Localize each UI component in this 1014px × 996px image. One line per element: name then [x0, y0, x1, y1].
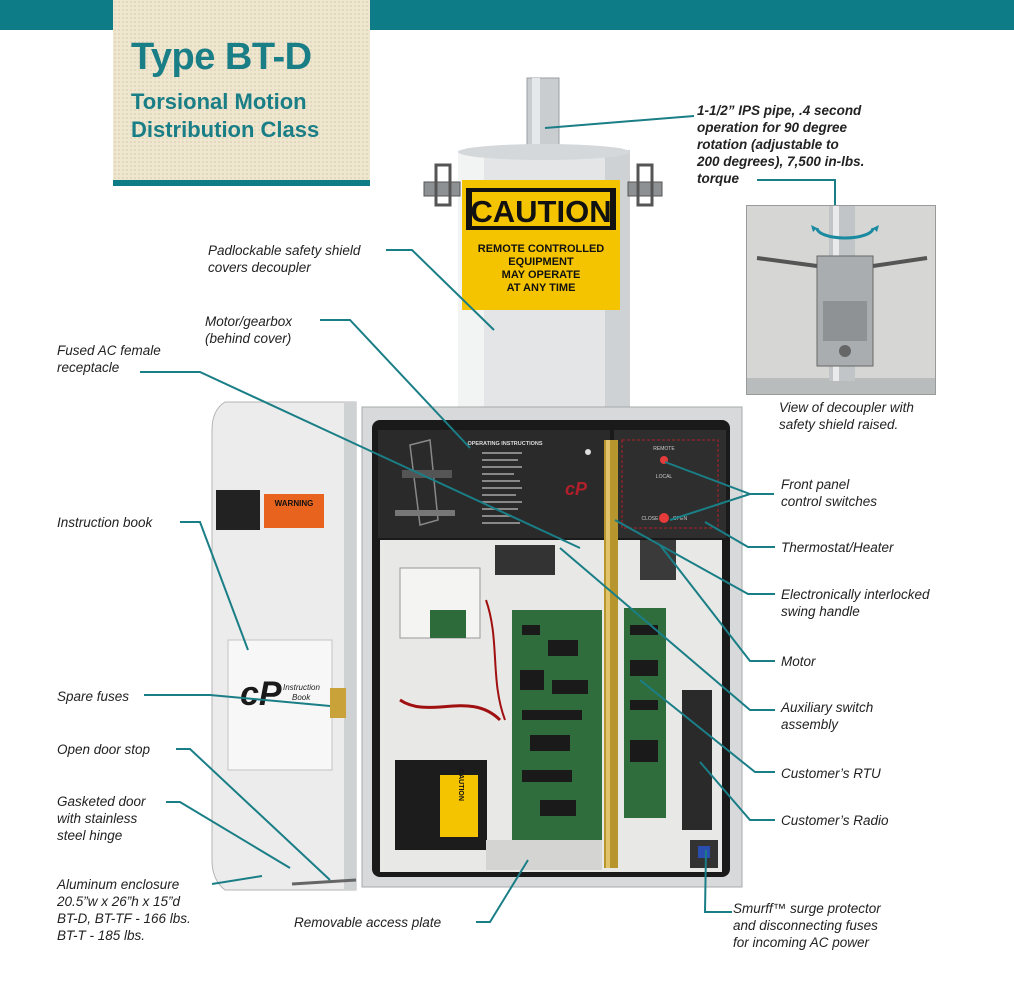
callout-pipe: 1-1/2” IPS pipe, .4 second operation for…	[697, 102, 864, 187]
caution-line-4: AT ANY TIME	[507, 282, 576, 294]
callout-shield: Padlockable safety shield covers decoupl…	[208, 242, 360, 276]
remote-label: REMOTE	[653, 446, 675, 452]
callout-pipe-line2: operation for 90 degree	[697, 120, 848, 135]
callout-access-plate: Removable access plate	[294, 915, 442, 930]
inset-caption-line1: View of decoupler with	[779, 400, 914, 415]
caution-sign: CAUTION REMOTE CONTROLLED EQUIPMENT MAY …	[462, 180, 620, 310]
callout-pipe-line3: rotation (adjustable to	[697, 137, 839, 152]
callout-leaders	[140, 115, 775, 923]
callout-smurff-line3: for incoming AC power	[733, 935, 870, 950]
callout-smurff-line2: and disconnecting fuses	[733, 918, 878, 933]
callout-front-panel: Front panel control switches	[781, 476, 877, 510]
decoupler-inset-art	[747, 206, 935, 394]
book-label-line2: Book	[292, 693, 311, 702]
callout-front-panel-line2: control switches	[781, 494, 878, 509]
callout-instruction-book: Instruction book	[57, 515, 153, 530]
caution-sign-heading: CAUTION	[470, 194, 611, 229]
spare-fuse-holder	[330, 688, 346, 718]
callout-aux-switch-line1: Auxiliary switch	[781, 700, 874, 715]
book-label-line1: Instruction	[283, 683, 320, 692]
cp-logo-book: cP	[240, 675, 282, 713]
cp-logo-panel: cP	[565, 479, 588, 499]
caution-line-3: MAY OPERATE	[502, 269, 581, 281]
callout-shield-line1: Padlockable safety shield	[208, 243, 361, 258]
callout-enclosure-line1: Aluminum enclosure	[57, 877, 180, 892]
callout-swing-handle-line1: Electronically interlocked	[781, 587, 930, 602]
callout-door-stop: Open door stop	[57, 742, 151, 757]
inset-caption-line2: safety shield raised.	[779, 417, 899, 432]
page-subtitle: Torsional Motion Distribution Class	[131, 89, 320, 142]
control-switch-panel: REMOTE LOCAL CLOSE OPEN	[614, 430, 726, 538]
callout-motor-gearbox-line2: (behind cover)	[205, 331, 292, 346]
battery-caution-label: CAUTION	[457, 769, 464, 801]
callout-enclosure-line3: BT-D, BT-TF - 166 lbs.	[57, 911, 191, 926]
callout-gasketed-door-line1: Gasketed door	[57, 794, 146, 809]
callout-motor-gearbox-line1: Motor/gearbox	[205, 314, 293, 329]
decoupler-inset-photo	[746, 205, 936, 395]
callout-fused-ac-line2: receptacle	[57, 360, 120, 375]
callout-smurff: Smurff™ surge protector and disconnectin…	[733, 900, 881, 951]
close-label: CLOSE	[642, 516, 660, 522]
callout-smurff-line1: Smurff™ surge protector	[733, 901, 881, 916]
callout-motor-gearbox: Motor/gearbox (behind cover)	[205, 313, 292, 347]
callout-gasketed-door-line2: with stainless	[57, 811, 138, 826]
callout-enclosure-line2: 20.5”w x 26”h x 15”d	[57, 894, 181, 909]
callout-spare-fuses: Spare fuses	[57, 689, 130, 704]
callout-gasketed-door-line3: steel hinge	[57, 828, 123, 843]
callout-aux-switch: Auxiliary switch assembly	[781, 699, 873, 733]
callout-radio: Customer’s Radio	[781, 813, 889, 828]
callout-rtu: Customer’s RTU	[781, 766, 881, 781]
callout-front-panel-line1: Front panel	[781, 477, 850, 492]
title-panel: Type BT-D Torsional Motion Distribution …	[113, 0, 370, 186]
motor-cover: OPERATING INSTRUCTIONS cP	[378, 430, 610, 538]
door-stop-rod	[291, 878, 357, 886]
caution-line-2: EQUIPMENT	[508, 256, 574, 268]
callout-motor: Motor	[781, 654, 816, 669]
callout-gasketed-door: Gasketed door with stainless steel hinge	[57, 793, 146, 844]
callout-fused-ac: Fused AC female receptacle	[57, 342, 161, 376]
callout-aux-switch-line2: assembly	[781, 717, 839, 732]
local-label: LOCAL	[656, 474, 673, 480]
callout-swing-handle-line2: swing handle	[781, 604, 860, 619]
inset-caption: View of decoupler with safety shield rai…	[779, 399, 914, 433]
open-door: WARNING cP Instruction Book	[211, 401, 357, 891]
callout-pipe-line4: 200 degrees), 7,500 in-lbs.	[697, 154, 865, 169]
page-title: Type BT-D	[131, 36, 312, 78]
warning-label: WARNING	[275, 499, 314, 508]
callout-shield-line2: covers decoupler	[208, 260, 311, 275]
callout-fused-ac-line1: Fused AC female	[57, 343, 161, 358]
open-label: OPEN	[673, 516, 688, 522]
operating-instructions-label: OPERATING INSTRUCTIONS	[467, 441, 542, 447]
caution-line-1: REMOTE CONTROLLED	[478, 243, 605, 255]
callout-swing-handle: Electronically interlocked swing handle	[781, 586, 930, 620]
callout-pipe-line5: torque	[697, 171, 739, 186]
callout-pipe-line1: 1-1/2” IPS pipe, .4 second	[697, 103, 862, 118]
callout-enclosure: Aluminum enclosure 20.5”w x 26”h x 15”d …	[57, 876, 191, 944]
callout-thermostat: Thermostat/Heater	[781, 540, 894, 555]
interior-components: CAUTION	[395, 540, 718, 870]
callout-enclosure-line4: BT-T - 185 lbs.	[57, 928, 146, 943]
